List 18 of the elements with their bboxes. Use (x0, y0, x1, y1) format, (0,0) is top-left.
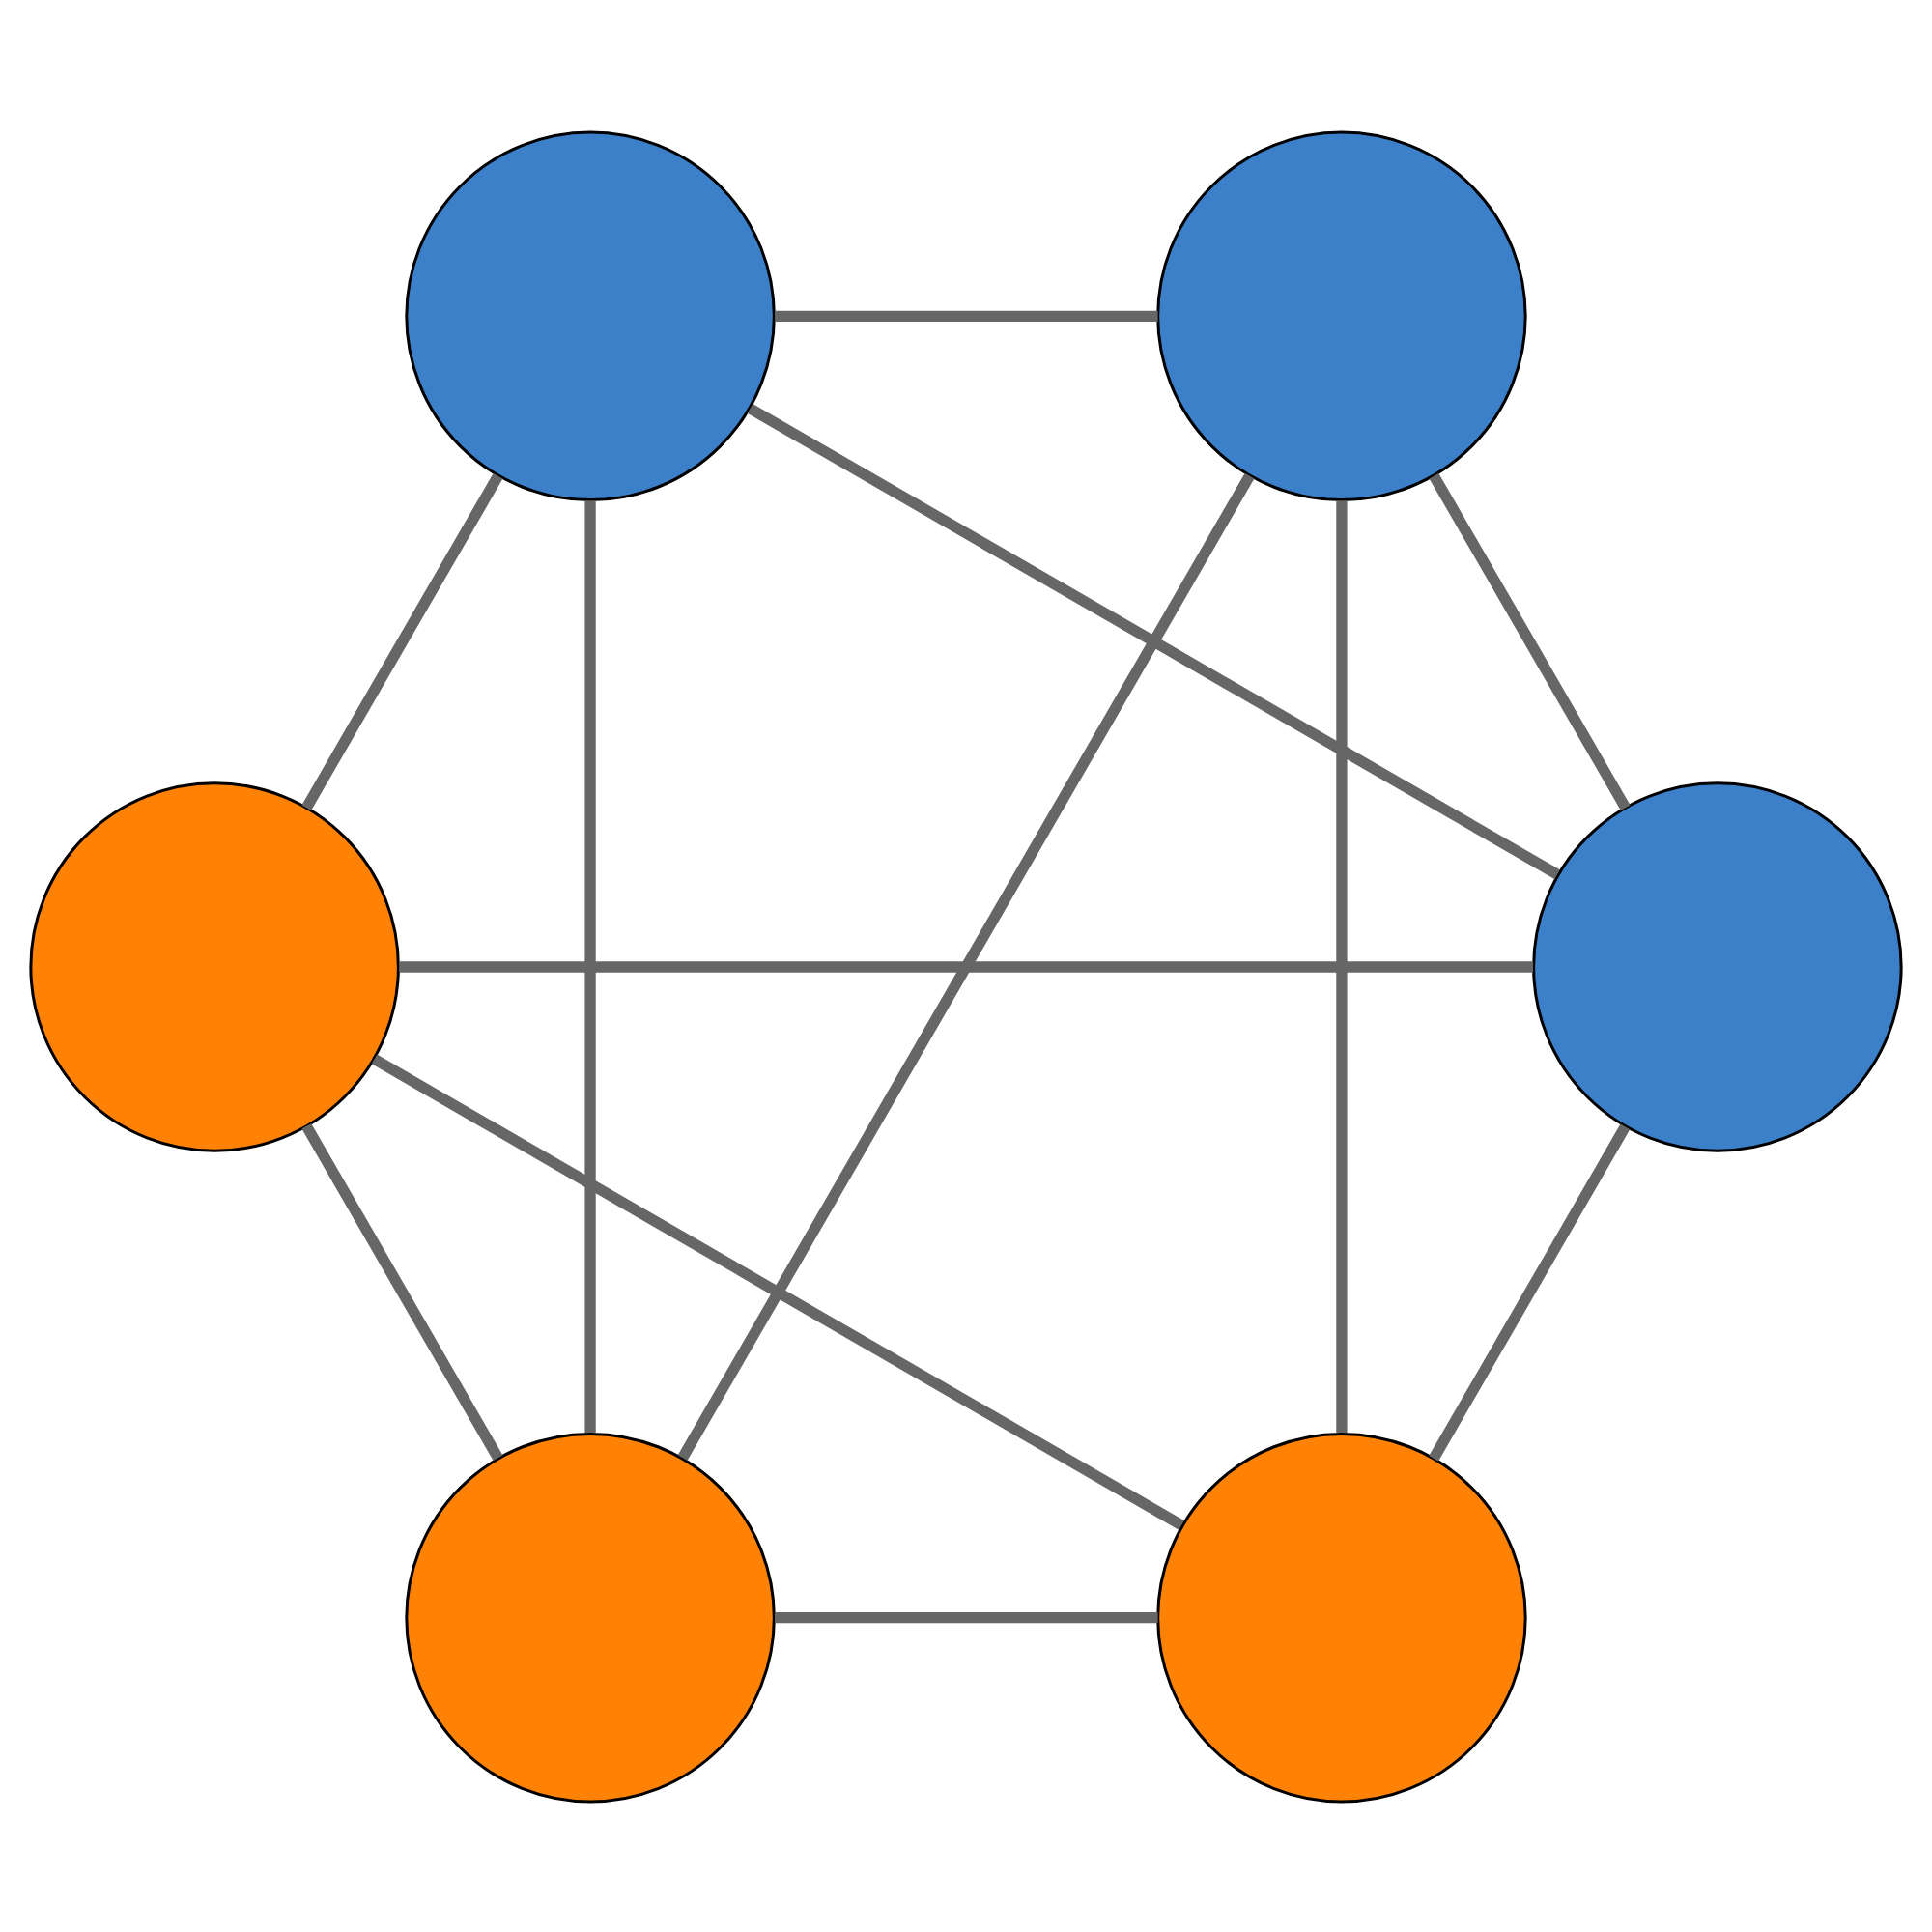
connector (775, 309, 1158, 321)
connector (747, 402, 1560, 879)
connector (1336, 499, 1348, 1433)
connector (584, 499, 596, 1433)
node-circle (29, 781, 400, 1151)
connector (1429, 471, 1631, 810)
connector (301, 471, 503, 810)
connector (399, 960, 1534, 972)
connector (371, 1053, 1184, 1529)
connector (301, 1122, 503, 1461)
node-circle (405, 129, 776, 501)
connector (775, 1611, 1158, 1623)
connector (1429, 1122, 1631, 1461)
connector (677, 471, 1255, 1460)
node-circle (1156, 129, 1527, 501)
node-circle (1156, 1431, 1527, 1803)
node-circle (405, 1431, 776, 1803)
node-circle (1532, 781, 1903, 1151)
